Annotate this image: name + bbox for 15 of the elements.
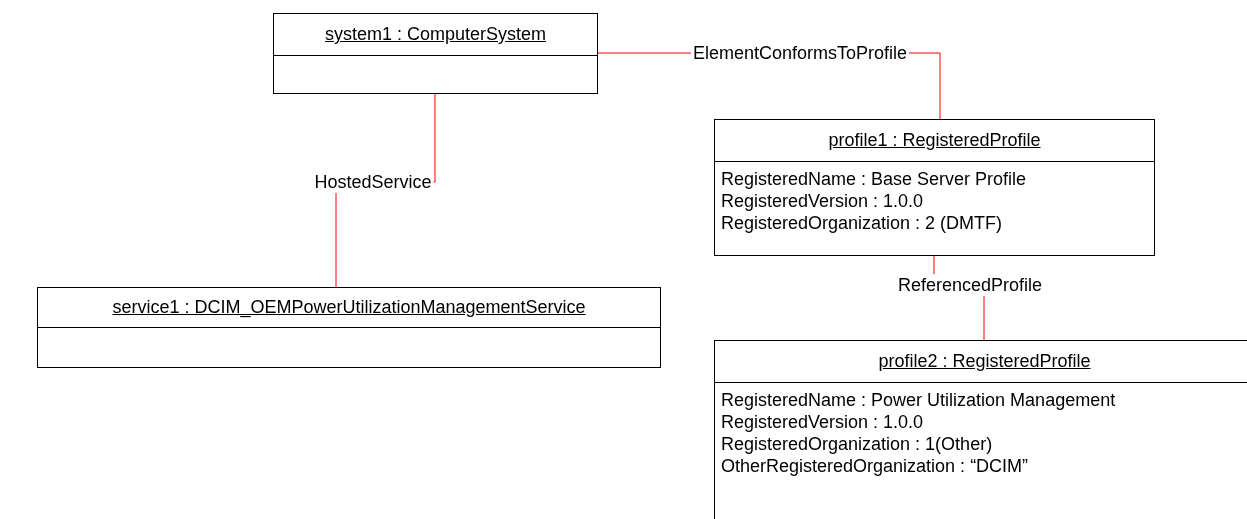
object-name: profile1 : RegisteredProfile [828, 130, 1041, 151]
attribute-text: RegisteredVersion : 1.0.0 [721, 411, 925, 433]
object-box [273, 13, 598, 94]
attribute-text: RegisteredVersion : 1.0.0 [721, 190, 925, 212]
object-box [714, 340, 1247, 519]
attribute-text: OtherRegisteredOrganization : “DCIM” [721, 455, 1030, 477]
attribute-text: RegisteredOrganization : 1(Other) [721, 433, 994, 455]
object-name: service1 : DCIM_OEMPowerUtilizationManagementService [112, 297, 586, 318]
object-name: system1 : ComputerSystem [324, 24, 547, 45]
object-box [37, 287, 661, 368]
attribute-text: RegisteredName : Power Utilization Management [721, 389, 1117, 411]
object-box [714, 119, 1155, 256]
object-name: profile2 : RegisteredProfile [878, 351, 1091, 372]
attribute-text: RegisteredName : Base Server Profile [721, 168, 1028, 190]
attribute-text: RegisteredOrganization : 2 (DMTF) [721, 212, 1004, 234]
